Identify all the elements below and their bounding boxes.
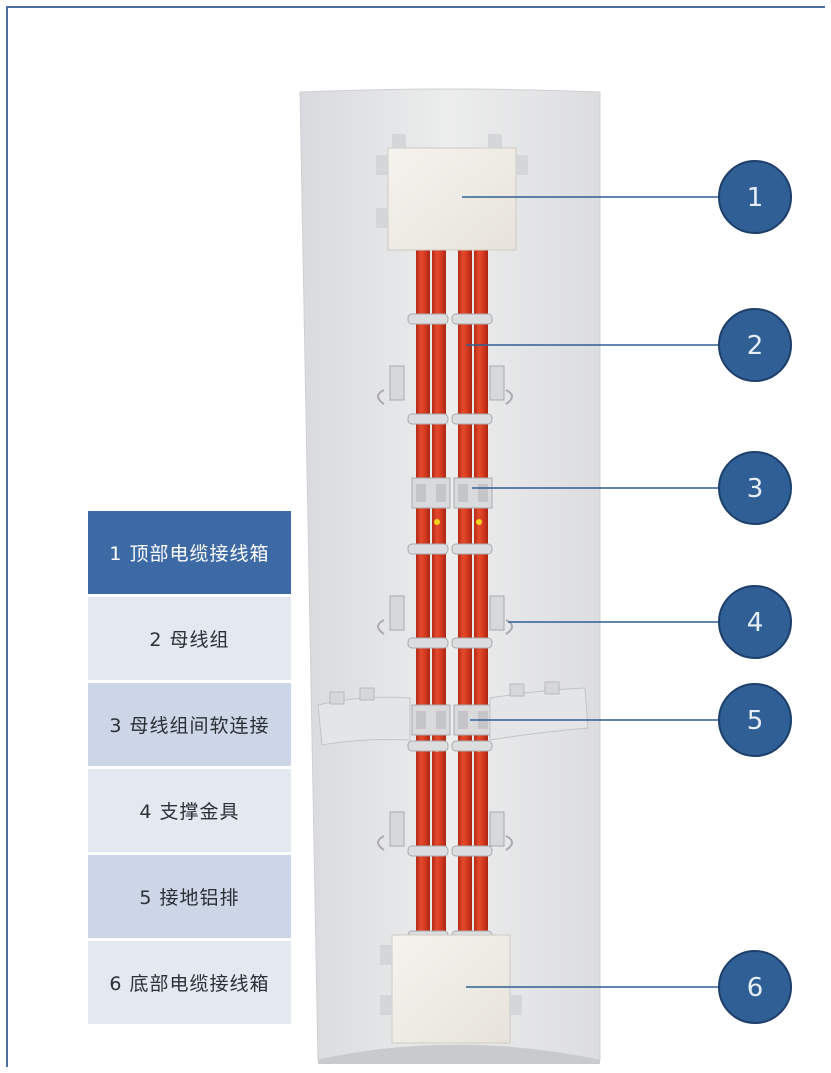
connector-block	[458, 484, 468, 502]
clamp-ring	[451, 637, 493, 649]
support-hook	[505, 619, 513, 635]
support-fitting	[389, 365, 405, 401]
legend-item-6: 6 底部电缆接线箱	[88, 941, 291, 1024]
legend-item-1: 1 顶部电缆接线箱	[88, 511, 291, 594]
support-hook	[377, 389, 385, 405]
legend-item-4: 4 支撑金具	[88, 769, 291, 852]
frame-border	[6, 6, 825, 1067]
connector-block	[458, 711, 468, 729]
clamp-ring	[451, 313, 493, 325]
grounding-bar	[317, 681, 589, 746]
support-hook	[505, 389, 513, 405]
clamp-ring	[451, 845, 493, 857]
busbar-conductor	[416, 250, 430, 938]
indicator-dot	[476, 519, 482, 525]
clamp-ring	[407, 845, 449, 857]
busbar-conductor	[458, 250, 472, 938]
support-fitting	[389, 595, 405, 631]
connector-block	[436, 711, 446, 729]
busbar-conductor	[474, 250, 488, 938]
support-fitting	[489, 811, 505, 847]
support-hook	[505, 835, 513, 851]
callout-6-number: 6	[747, 973, 764, 1003]
callout-4: 4	[718, 585, 792, 659]
top-junction-box	[376, 134, 528, 251]
leader-lines	[462, 196, 724, 988]
clamp-ring	[407, 413, 449, 425]
support-hook	[377, 835, 385, 851]
legend-item-3: 3 母线组间软连接	[88, 683, 291, 766]
legend-item-2: 2 母线组	[88, 597, 291, 680]
clamp-ring	[451, 740, 493, 752]
callout-5-number: 5	[747, 706, 764, 736]
clamp-ring	[407, 543, 449, 555]
support-fitting	[489, 365, 505, 401]
callout-6: 6	[718, 950, 792, 1024]
connector-block	[436, 484, 446, 502]
connector-block	[416, 711, 426, 729]
clamp-ring	[407, 740, 449, 752]
callout-1: 1	[718, 160, 792, 234]
callout-4-number: 4	[747, 608, 764, 638]
clamp-ring	[451, 413, 493, 425]
callout-3-number: 3	[747, 474, 764, 504]
callout-3: 3	[718, 451, 792, 525]
connector-block	[478, 484, 488, 502]
support-hook	[377, 619, 385, 635]
callout-2-number: 2	[747, 331, 764, 361]
connector-block	[416, 484, 426, 502]
indicator-dot	[434, 519, 440, 525]
callout-5: 5	[718, 683, 792, 757]
busbar-conductor	[432, 250, 446, 938]
callout-2: 2	[718, 308, 792, 382]
panel-shadow	[318, 1045, 600, 1064]
support-fitting	[489, 595, 505, 631]
clamp-ring	[407, 313, 449, 325]
legend-item-5: 5 接地铝排	[88, 855, 291, 938]
clamp-ring	[451, 543, 493, 555]
support-fitting	[389, 811, 405, 847]
clamp-ring	[407, 637, 449, 649]
bottom-junction-box	[380, 934, 522, 1044]
callout-1-number: 1	[747, 183, 764, 213]
